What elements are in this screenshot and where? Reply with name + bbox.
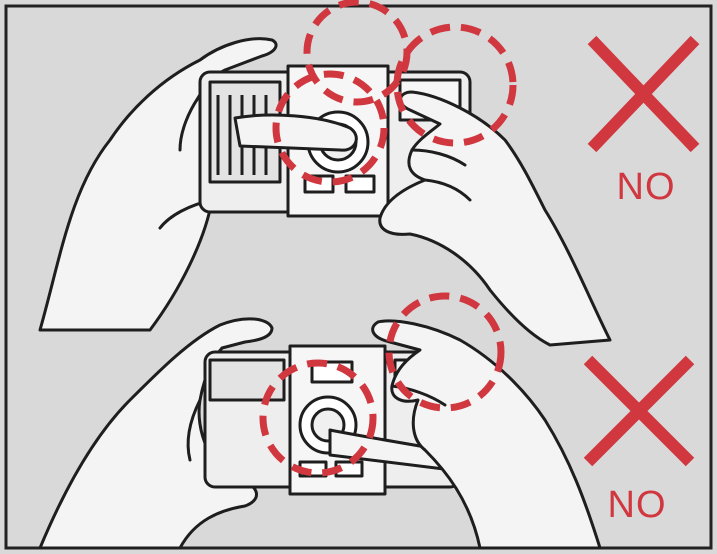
verdict-label-bottom: NO	[577, 486, 697, 524]
verdict-label-top: NO	[586, 168, 706, 206]
